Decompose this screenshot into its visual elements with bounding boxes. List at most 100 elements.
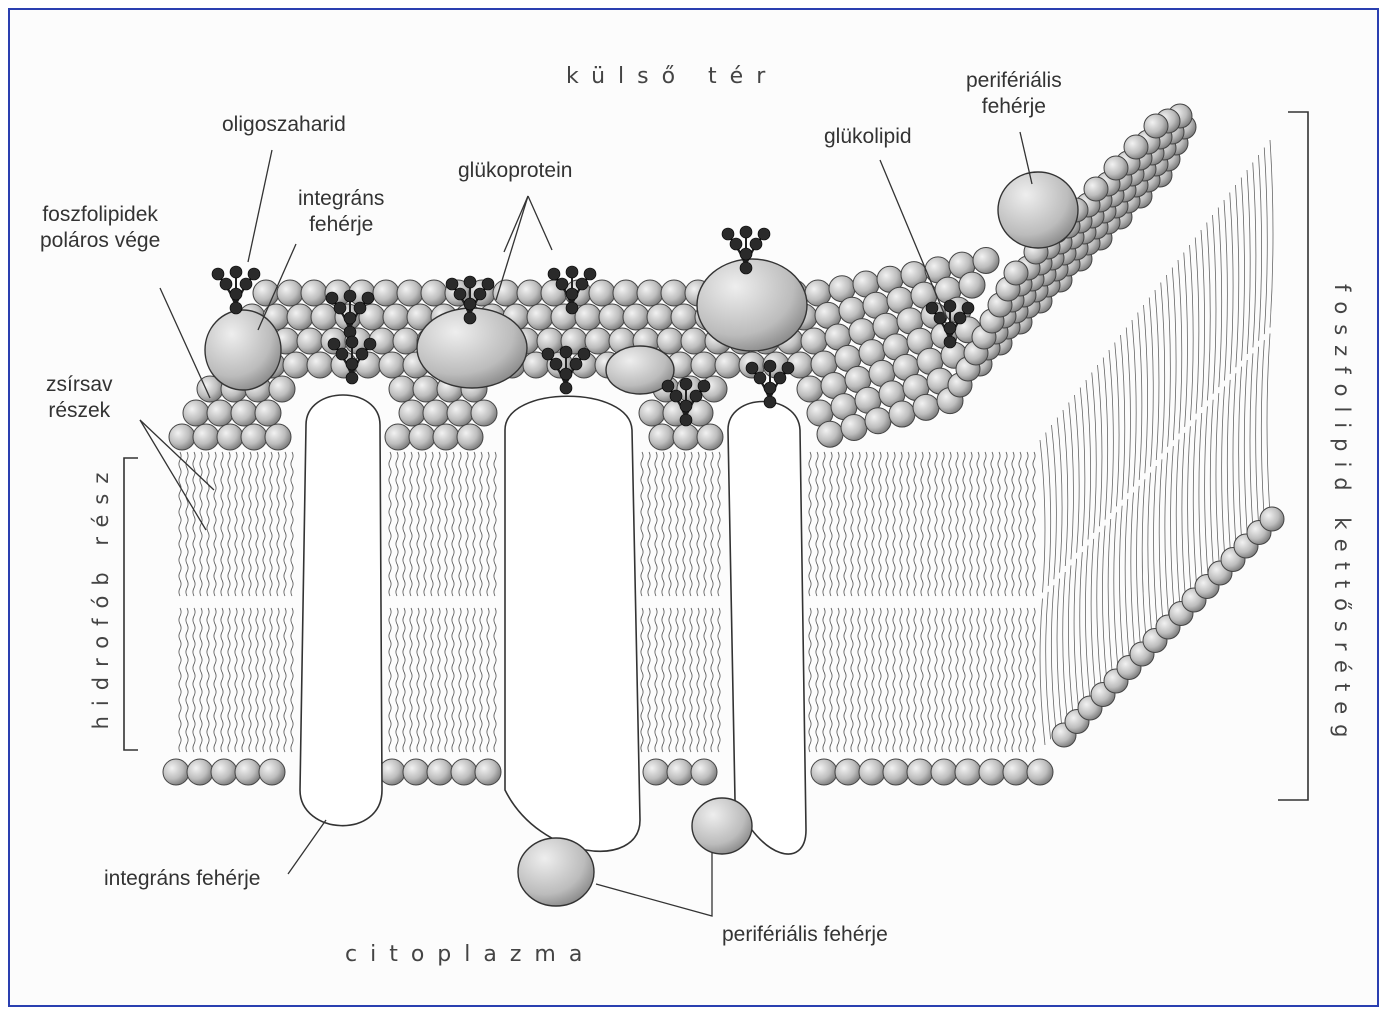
phospholipid-head: [1004, 261, 1028, 285]
phospholipid-head: [643, 759, 669, 785]
tail-line: [816, 452, 818, 596]
tail-line: [1063, 410, 1068, 566]
phospholipid-head: [1084, 177, 1108, 201]
tail-line: [1069, 403, 1074, 560]
oligosaccharide-label: oligoszaharid: [222, 112, 346, 138]
sugar-unit: [730, 238, 742, 250]
tail-line: [263, 608, 265, 752]
integral-protein-3: [728, 402, 806, 855]
tail-line: [1247, 170, 1250, 354]
sugar-unit: [328, 338, 340, 350]
tail-line: [928, 452, 930, 596]
tail-line: [1256, 347, 1259, 527]
tail-line: [1075, 395, 1080, 553]
tail-line: [1052, 425, 1057, 579]
tail-line: [431, 608, 433, 752]
sugar-unit: [560, 382, 572, 394]
phospholipid-head: [451, 759, 477, 785]
phospholipid-head: [169, 424, 195, 450]
phospholipid-head: [907, 759, 933, 785]
tail-line: [1142, 479, 1146, 641]
tail-line: [1184, 253, 1188, 427]
tail-line: [823, 608, 825, 752]
tail-line: [1085, 546, 1090, 700]
peripheral-protein-bottom-label: perifériális fehérje: [722, 922, 888, 948]
tail-line: [914, 608, 916, 752]
sugar-unit: [962, 302, 974, 314]
tail-line: [676, 452, 678, 596]
phospholipid-head: [681, 328, 707, 354]
tail-line: [291, 452, 293, 596]
phospholipid-head: [433, 424, 459, 450]
sugar-unit: [764, 382, 776, 394]
sugar-unit: [690, 390, 702, 402]
tail-line: [949, 608, 951, 752]
sugar-unit: [774, 372, 786, 384]
sugar-unit: [356, 348, 368, 360]
phospholipid-head: [623, 304, 649, 330]
tail-line: [473, 608, 475, 752]
tail-line: [494, 608, 496, 752]
phospholipid-head: [649, 424, 675, 450]
sugar-unit: [446, 278, 458, 290]
tail-line: [1210, 400, 1213, 573]
tail-line: [235, 608, 237, 752]
tail-line: [1005, 452, 1007, 596]
tail-line: [277, 452, 279, 596]
phospholipid-head: [883, 759, 909, 785]
peripheral-protein-top-label: perifériális fehérje: [966, 68, 1062, 120]
tail-line: [1057, 579, 1062, 728]
sugar-unit: [326, 292, 338, 304]
tail-line: [193, 608, 195, 752]
tail-line: [1154, 466, 1158, 630]
tail-line: [1005, 608, 1007, 752]
tail-line: [1224, 200, 1227, 381]
sugar-unit: [740, 248, 752, 260]
tail-line: [228, 452, 230, 596]
sugar-unit: [566, 266, 578, 278]
tail-line: [1132, 320, 1136, 487]
tail-line: [1046, 592, 1051, 739]
tail-line: [473, 452, 475, 596]
tail-line: [928, 608, 930, 752]
phospholipid-head: [389, 376, 415, 402]
phospholipid-head: [811, 759, 837, 785]
tail-line: [1138, 313, 1142, 480]
tail-line: [256, 608, 258, 752]
phospholipid-head: [589, 280, 615, 306]
phospholipid-head: [613, 280, 639, 306]
phospholipid-head: [301, 280, 327, 306]
phospholipid-head: [973, 247, 999, 273]
sugar-unit: [566, 302, 578, 314]
tail-line: [277, 608, 279, 752]
tail-line: [410, 452, 412, 596]
tail-line: [858, 452, 860, 596]
tail-line: [270, 608, 272, 752]
phospholipid-head: [599, 304, 625, 330]
tail-line: [921, 452, 923, 596]
tail-line: [851, 452, 853, 596]
tail-line: [991, 608, 993, 752]
tail-line: [970, 608, 972, 752]
phospholipid-head: [691, 759, 717, 785]
tail-line: [655, 452, 657, 596]
tail-line: [865, 452, 867, 596]
phospholipid-head: [1104, 156, 1128, 180]
tail-line: [718, 608, 720, 752]
phospholipid-head: [399, 400, 425, 426]
leader-line: [596, 852, 712, 916]
tail-line: [704, 452, 706, 596]
tail-line: [242, 608, 244, 752]
tail-line: [1244, 360, 1247, 538]
tail-line: [1148, 473, 1152, 636]
hydrophobic-bracket: [124, 458, 138, 750]
tail-line: [1267, 334, 1270, 516]
tail-line: [641, 608, 643, 752]
peripheral-protein-top: [998, 172, 1078, 248]
tail-line: [1233, 373, 1236, 549]
sugar-unit: [542, 348, 554, 360]
tail-line: [809, 608, 811, 752]
tail-line: [949, 452, 951, 596]
phospholipid-head: [801, 328, 827, 354]
tail-line: [879, 452, 881, 596]
